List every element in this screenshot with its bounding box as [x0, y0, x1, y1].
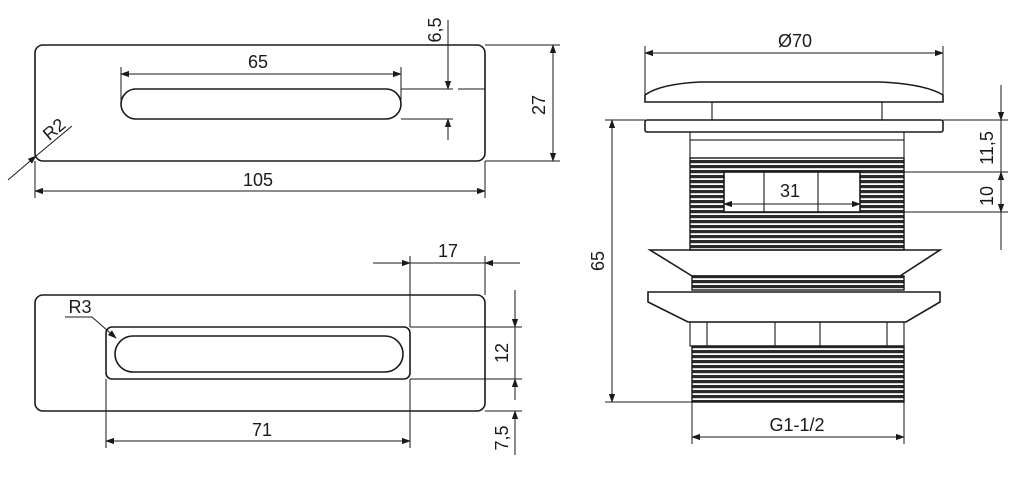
- bottom-slot-height-dimension: 12: [410, 290, 522, 400]
- drain-cap-stem: [711, 101, 883, 121]
- drain-window-height-dimension: 10: [904, 171, 1008, 250]
- bottom-slot-height-label: 12: [492, 343, 512, 363]
- drain-conical-washer: [647, 249, 943, 277]
- drain-upper-flange: [644, 119, 944, 133]
- drain-window-width-dimension: 31: [723, 181, 861, 208]
- drain-cap-diameter-label: Ø70: [778, 31, 812, 51]
- top-plate-width-dimension: 105: [34, 161, 486, 198]
- drain-cap: [644, 81, 944, 103]
- bottom-frame-offset-label: 17: [438, 241, 458, 261]
- drain-height-label: 65: [588, 251, 608, 271]
- bottom-slot-inner: [114, 335, 404, 373]
- bottom-slot-frame: [105, 326, 411, 380]
- top-plate-outline: [34, 44, 486, 162]
- top-plate-view: 65 6,5 27 105: [7, 17, 560, 198]
- top-plate-height-label: 27: [529, 95, 549, 115]
- bottom-slot-length-dimension: 71: [105, 379, 411, 448]
- top-slot-length-label: 65: [248, 52, 268, 72]
- drain-lower-flange: [647, 291, 941, 323]
- top-plate-width-label: 105: [243, 170, 273, 190]
- drain-mid-thread: [691, 275, 905, 291]
- bottom-corner-radius-label: R3: [68, 297, 91, 317]
- bottom-offset-label: 7,5: [492, 425, 512, 450]
- drain-window-width-label: 31: [780, 181, 800, 201]
- drain-height-dimension: 65: [588, 119, 692, 403]
- drain-cap-diameter-dimension: Ø70: [644, 31, 944, 95]
- top-corner-radius-leader: R2: [7, 114, 73, 181]
- bottom-offset-dimension: 7,5: [485, 379, 522, 455]
- drain-flange-to-window-label: 11,5: [977, 131, 997, 165]
- bottom-frame-offset-dimension: 17: [373, 241, 520, 327]
- top-plate-height-dimension: 27: [485, 44, 560, 162]
- drain-window-height-label: 10: [977, 186, 997, 206]
- bottom-plate-outline: [34, 294, 486, 412]
- drain-assembly-view: Ø70 65 11,5 10 31: [588, 31, 1008, 444]
- top-plate-slot: [120, 88, 402, 120]
- top-slot-offset-label: 6,5: [425, 17, 445, 42]
- bottom-slot-length-label: 71: [252, 420, 272, 440]
- top-slot-offset-dimension: 6,5: [401, 17, 485, 140]
- drain-flange-to-window-dimension: 11,5: [904, 85, 1008, 173]
- drain-nut: [689, 321, 905, 347]
- drain-thread-label: G1-1/2: [769, 415, 824, 435]
- bottom-plate-view: 17 12 7,5 71 R3: [34, 241, 522, 455]
- drain-collar: [689, 139, 905, 159]
- drain-thread-dimension: G1-1/2: [691, 402, 905, 444]
- bottom-corner-radius-leader: R3: [65, 297, 117, 339]
- top-corner-radius-label: R2: [39, 114, 69, 144]
- top-slot-length-dimension: 65: [120, 52, 402, 100]
- drain-lower-thread: [691, 345, 905, 403]
